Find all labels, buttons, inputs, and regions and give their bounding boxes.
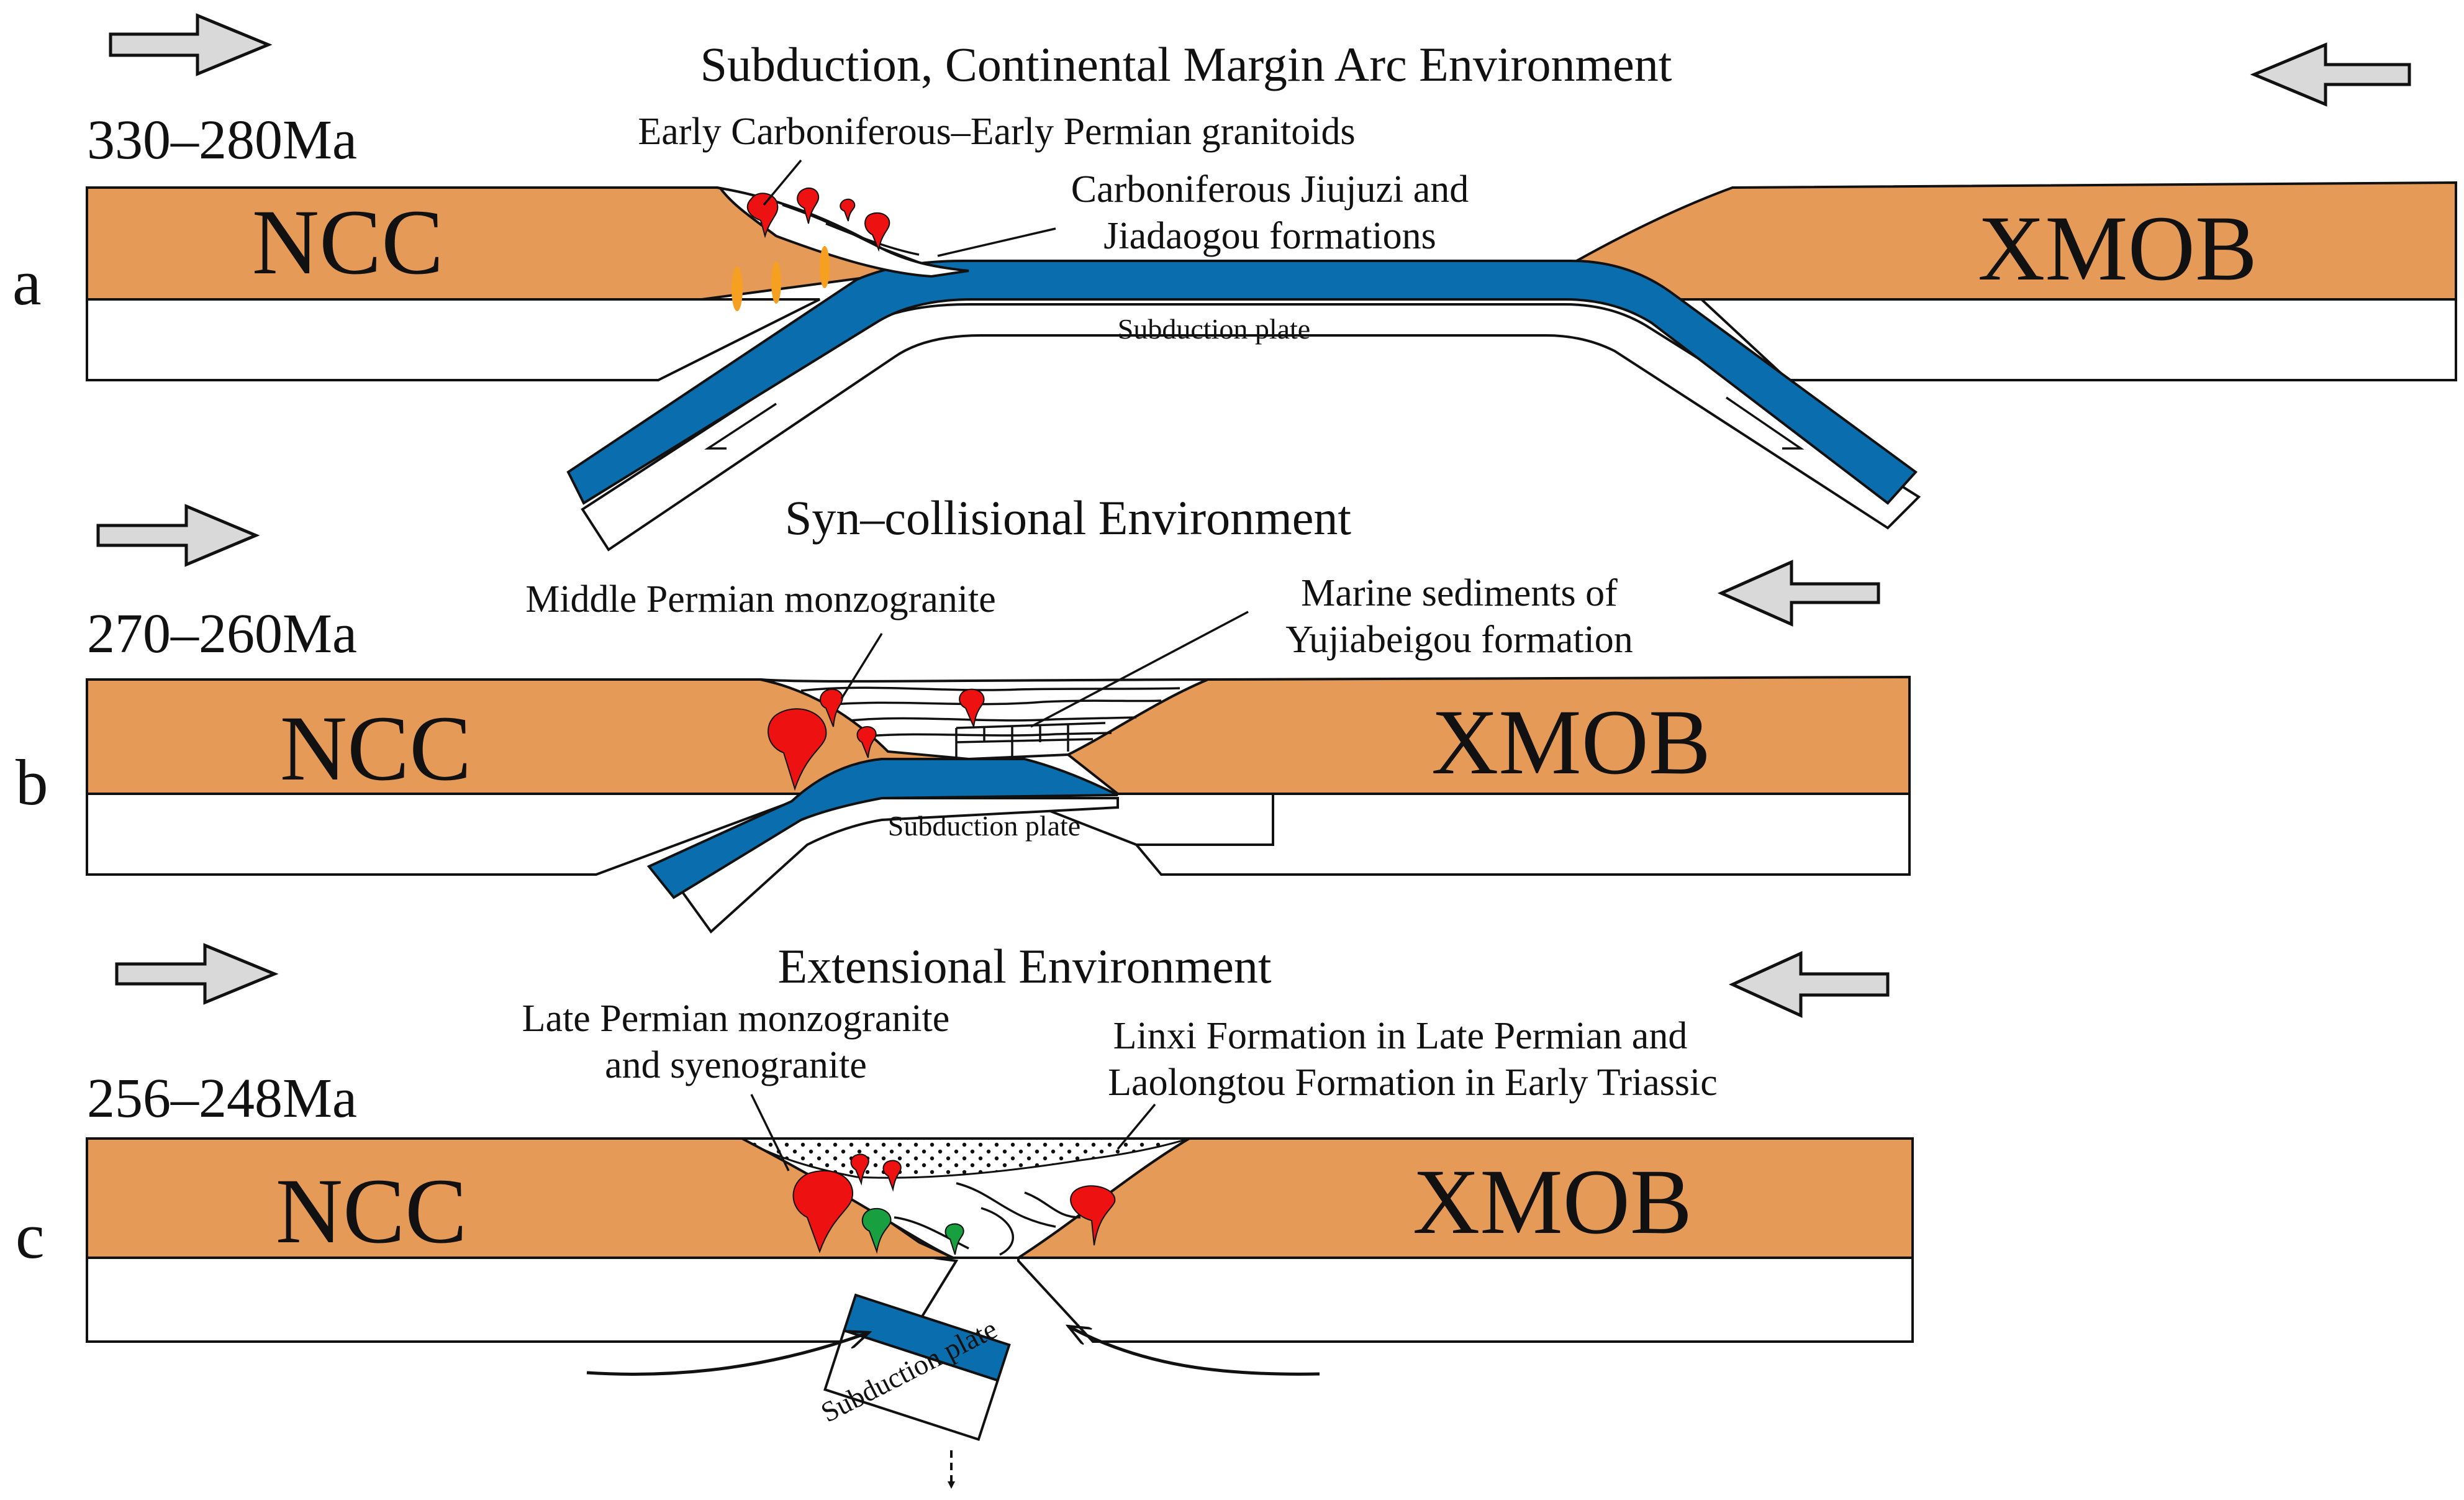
panel-c: Subduction plate Extensional Environment… bbox=[16, 939, 1914, 1489]
panel-a-letter: a bbox=[12, 246, 42, 319]
monzogranite-pluton bbox=[856, 725, 877, 758]
convergence-arrow-right bbox=[115, 943, 279, 1005]
panel-b-age: 270–260Ma bbox=[87, 603, 357, 665]
granitoid-pluton bbox=[840, 198, 856, 222]
middle-permian-monzogranite bbox=[768, 688, 985, 791]
xmob-label: XMOB bbox=[1431, 691, 1711, 794]
sediment-bricks bbox=[955, 722, 1106, 758]
sediments-leader-line bbox=[1030, 611, 1249, 728]
lithosphere-right bbox=[1698, 298, 2457, 381]
sediment-layer bbox=[825, 699, 1162, 706]
subduction-plate bbox=[646, 758, 1118, 899]
upwelling-arrow-left bbox=[586, 1332, 869, 1376]
convergence-arrow-left bbox=[1717, 560, 1880, 627]
green-granite-pluton bbox=[944, 1223, 964, 1255]
carboniferous-formations-wedge bbox=[717, 186, 969, 278]
panel-a-title: Subduction, Continental Margin Arc Envir… bbox=[700, 37, 1672, 91]
basin-fold-line bbox=[1024, 1191, 1081, 1219]
formation-layer-line bbox=[825, 222, 920, 256]
upwelling-arrow-right bbox=[1068, 1326, 1320, 1376]
lithosphere-right bbox=[1017, 1255, 1914, 1343]
panel-b-letter: b bbox=[16, 746, 48, 819]
granite-label-line2: and syenogranite bbox=[605, 1044, 867, 1086]
granite-leader-line bbox=[750, 1094, 790, 1171]
syenogranite-pluton bbox=[1070, 1185, 1116, 1246]
monzogranite-pluton bbox=[792, 1170, 854, 1253]
granitoid-pluton bbox=[864, 212, 890, 252]
granite-label-line1: Late Permian monzogranite bbox=[522, 998, 950, 1040]
granitoid-pluton bbox=[797, 187, 820, 224]
dike bbox=[732, 266, 743, 311]
basin-fold-line bbox=[894, 1216, 969, 1250]
formation-leader-line bbox=[1116, 1103, 1156, 1150]
panel-a: Subduction, Continental Margin Arc Envir… bbox=[12, 13, 2457, 552]
slab-motion-arrow-left bbox=[704, 402, 777, 450]
formations-label-line2: Jiadaogou formations bbox=[1103, 215, 1436, 257]
lithosphere-left bbox=[86, 298, 820, 381]
granitoids-label: Early Carboniferous–Early Permian granit… bbox=[638, 111, 1355, 153]
granitoid-leader-line bbox=[763, 159, 802, 206]
formation-layer-line bbox=[782, 204, 882, 250]
xmob-label: XMOB bbox=[1413, 1150, 1692, 1253]
ncc-label: NCC bbox=[276, 1160, 467, 1263]
sediments-label-line2: Yujiabeigou formation bbox=[1285, 619, 1633, 661]
convergence-arrow-right bbox=[109, 13, 273, 76]
granitoid-pluton bbox=[746, 193, 779, 239]
panel-c-age: 256–248Ma bbox=[87, 1068, 357, 1129]
slab-motion-arrow-right bbox=[1726, 396, 1805, 450]
sediment-layer bbox=[850, 716, 1137, 722]
convergence-arrow-left bbox=[2250, 42, 2411, 107]
xmob-crust-block bbox=[1569, 181, 2457, 301]
subduction-plate-label: Subduction plate bbox=[888, 810, 1080, 842]
formations-label-line1: Carboniferous Jiujuzi and bbox=[1071, 168, 1469, 211]
ncc-label: NCC bbox=[280, 697, 471, 800]
late-permian-granites bbox=[792, 1153, 1116, 1255]
panel-b: Syn–collisional Environment 270–260Ma Mi… bbox=[16, 491, 1911, 934]
panel-a-age: 330–280Ma bbox=[87, 109, 357, 171]
lithosphere-left bbox=[86, 1255, 959, 1343]
monzogranite-label: Middle Permian monzogranite bbox=[525, 578, 996, 620]
monzogranite-pluton bbox=[768, 708, 827, 791]
monzogranite-pluton bbox=[959, 688, 985, 729]
sediment-layer bbox=[869, 732, 1112, 737]
subduction-plate-underside bbox=[581, 303, 1921, 552]
monzogranite-leader-line bbox=[840, 633, 883, 699]
convergence-arrow-left bbox=[1728, 951, 1890, 1018]
subduction-plate-fragment bbox=[842, 1293, 1011, 1382]
basin-fold-line bbox=[956, 1182, 1056, 1228]
dike bbox=[820, 246, 830, 288]
granite-pluton-small bbox=[850, 1153, 869, 1186]
formation-label-line1: Linxi Formation in Late Permian and bbox=[1113, 1015, 1688, 1057]
dike bbox=[771, 261, 781, 304]
convergence-arrow-right bbox=[96, 504, 260, 567]
green-granite-pluton bbox=[861, 1207, 892, 1254]
sediments-label-line1: Marine sediments of bbox=[1301, 572, 1618, 614]
early-carboniferous-granitoids bbox=[746, 187, 890, 252]
formation-label-line2: Laolongtou Formation in Early Triassic bbox=[1108, 1061, 1718, 1104]
monzogranite-pluton bbox=[820, 688, 843, 727]
xmob-label: XMOB bbox=[1978, 197, 2257, 300]
basin-fold-line bbox=[981, 1207, 1014, 1256]
granitoid-dikes bbox=[732, 246, 830, 311]
sediment-layer bbox=[800, 686, 1180, 692]
granite-pluton-small bbox=[882, 1160, 902, 1192]
formations-leader-line bbox=[937, 227, 1056, 257]
ncc-label: NCC bbox=[252, 191, 443, 294]
subduction-plate bbox=[566, 260, 1918, 505]
panel-b-title: Syn–collisional Environment bbox=[785, 491, 1351, 545]
subduction-plate-label: Subduction plate bbox=[1118, 313, 1310, 345]
panel-c-title: Extensional Environment bbox=[777, 939, 1271, 993]
panel-c-letter: c bbox=[16, 1199, 45, 1272]
